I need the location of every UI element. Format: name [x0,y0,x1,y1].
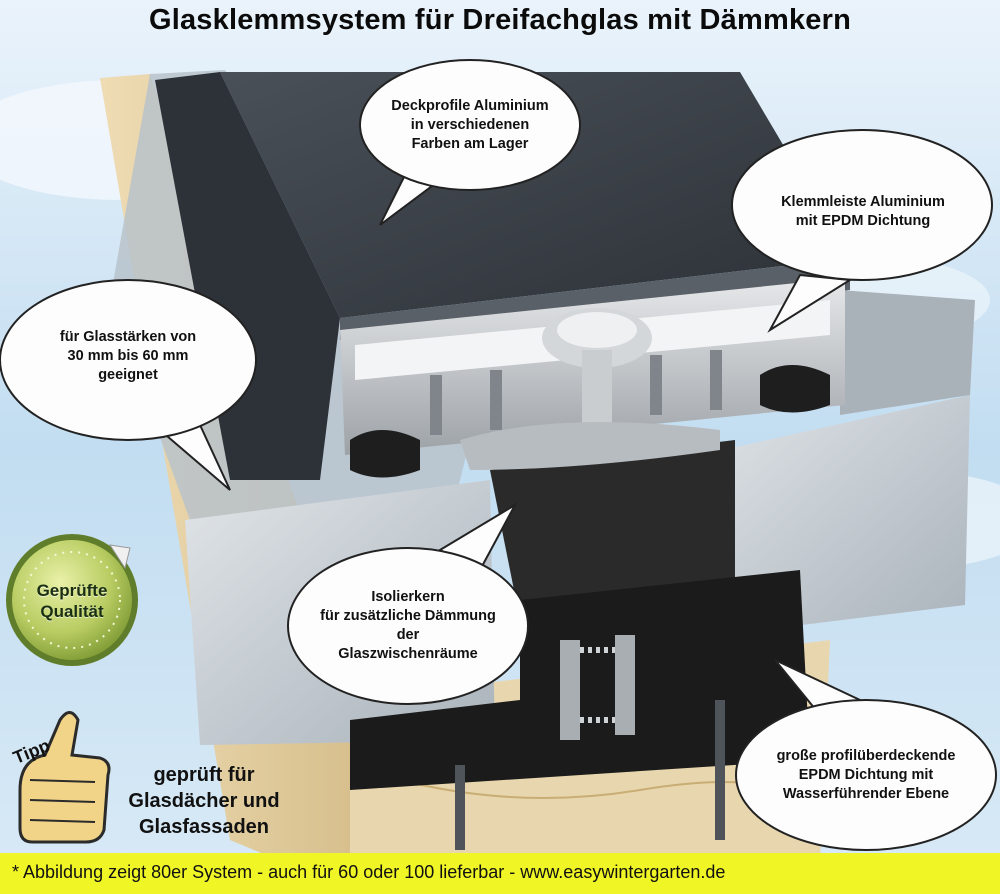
callout-bubble-deckprofile [359,59,581,226]
badge-line: Geprüfte [36,581,108,600]
badge-line: Qualität [40,602,104,621]
callout-bubble-klemmleiste [731,129,993,333]
callout-line: Glaszwischenräume [338,646,478,662]
quality-badge-label: Geprüfte Qualität [18,580,126,622]
callout-bubble-isolierkern [287,502,529,705]
callout-line: für zusätzliche Dämmung [320,608,496,624]
callout-line: EPDM Dichtung mit [798,766,934,783]
callout-line: geeignet [98,366,158,383]
callout-bubble-dichtung [735,659,997,851]
callout-line: mit EPDM Dichtung [795,213,931,229]
footer-text: * Abbildung zeigt 80er System - auch für… [12,862,726,882]
callout-line: Wasserführender Ebene [782,785,950,802]
callout-line: der [396,627,420,643]
callout-line: 30 mm bis 60 mm [67,347,189,364]
tip-line: geprüft für [153,764,255,786]
page-title: Glasklemmsystem für Dreifachglas mit Däm… [148,4,852,36]
callout-line: große profilüberdeckende [776,747,956,764]
callout-line: Deckprofile Aluminium [391,97,549,114]
callout-klemmleiste: Klemmleiste Aluminium mit EPDM Dichtung [748,192,978,232]
callout-line: für Glasstärken von [59,328,197,345]
thumbs-up-icon: Tipp [10,711,111,844]
tip-line: Glasdächer und [128,790,280,812]
callout-deckprofile: Deckprofile Aluminium in verschiedenen F… [370,95,570,155]
callout-isolierkern: Isolierkern für zusätzliche Dämmung der … [298,586,518,666]
base-profile [350,570,810,850]
callout-line: in verschiedenen [410,116,530,133]
tip-text: geprüft für Glasdächer und Glasfassaden [104,762,304,840]
callout-line: Klemmleiste Aluminium [781,194,945,210]
callout-line: Isolierkern [371,589,445,605]
insulation-core [460,422,735,620]
quality-seal-icon [6,534,138,666]
callout-line: Farben am Lager [411,135,529,152]
callout-glasstaerken: für Glasstärken von 30 mm bis 60 mm geei… [20,326,236,386]
footer-bar [0,853,1000,894]
callout-bubble-glasstaerken [0,279,257,491]
tip-line: Glasfassaden [138,816,270,838]
screw [542,308,652,445]
callout-dichtung: große profilüberdeckende EPDM Dichtung m… [746,745,986,805]
